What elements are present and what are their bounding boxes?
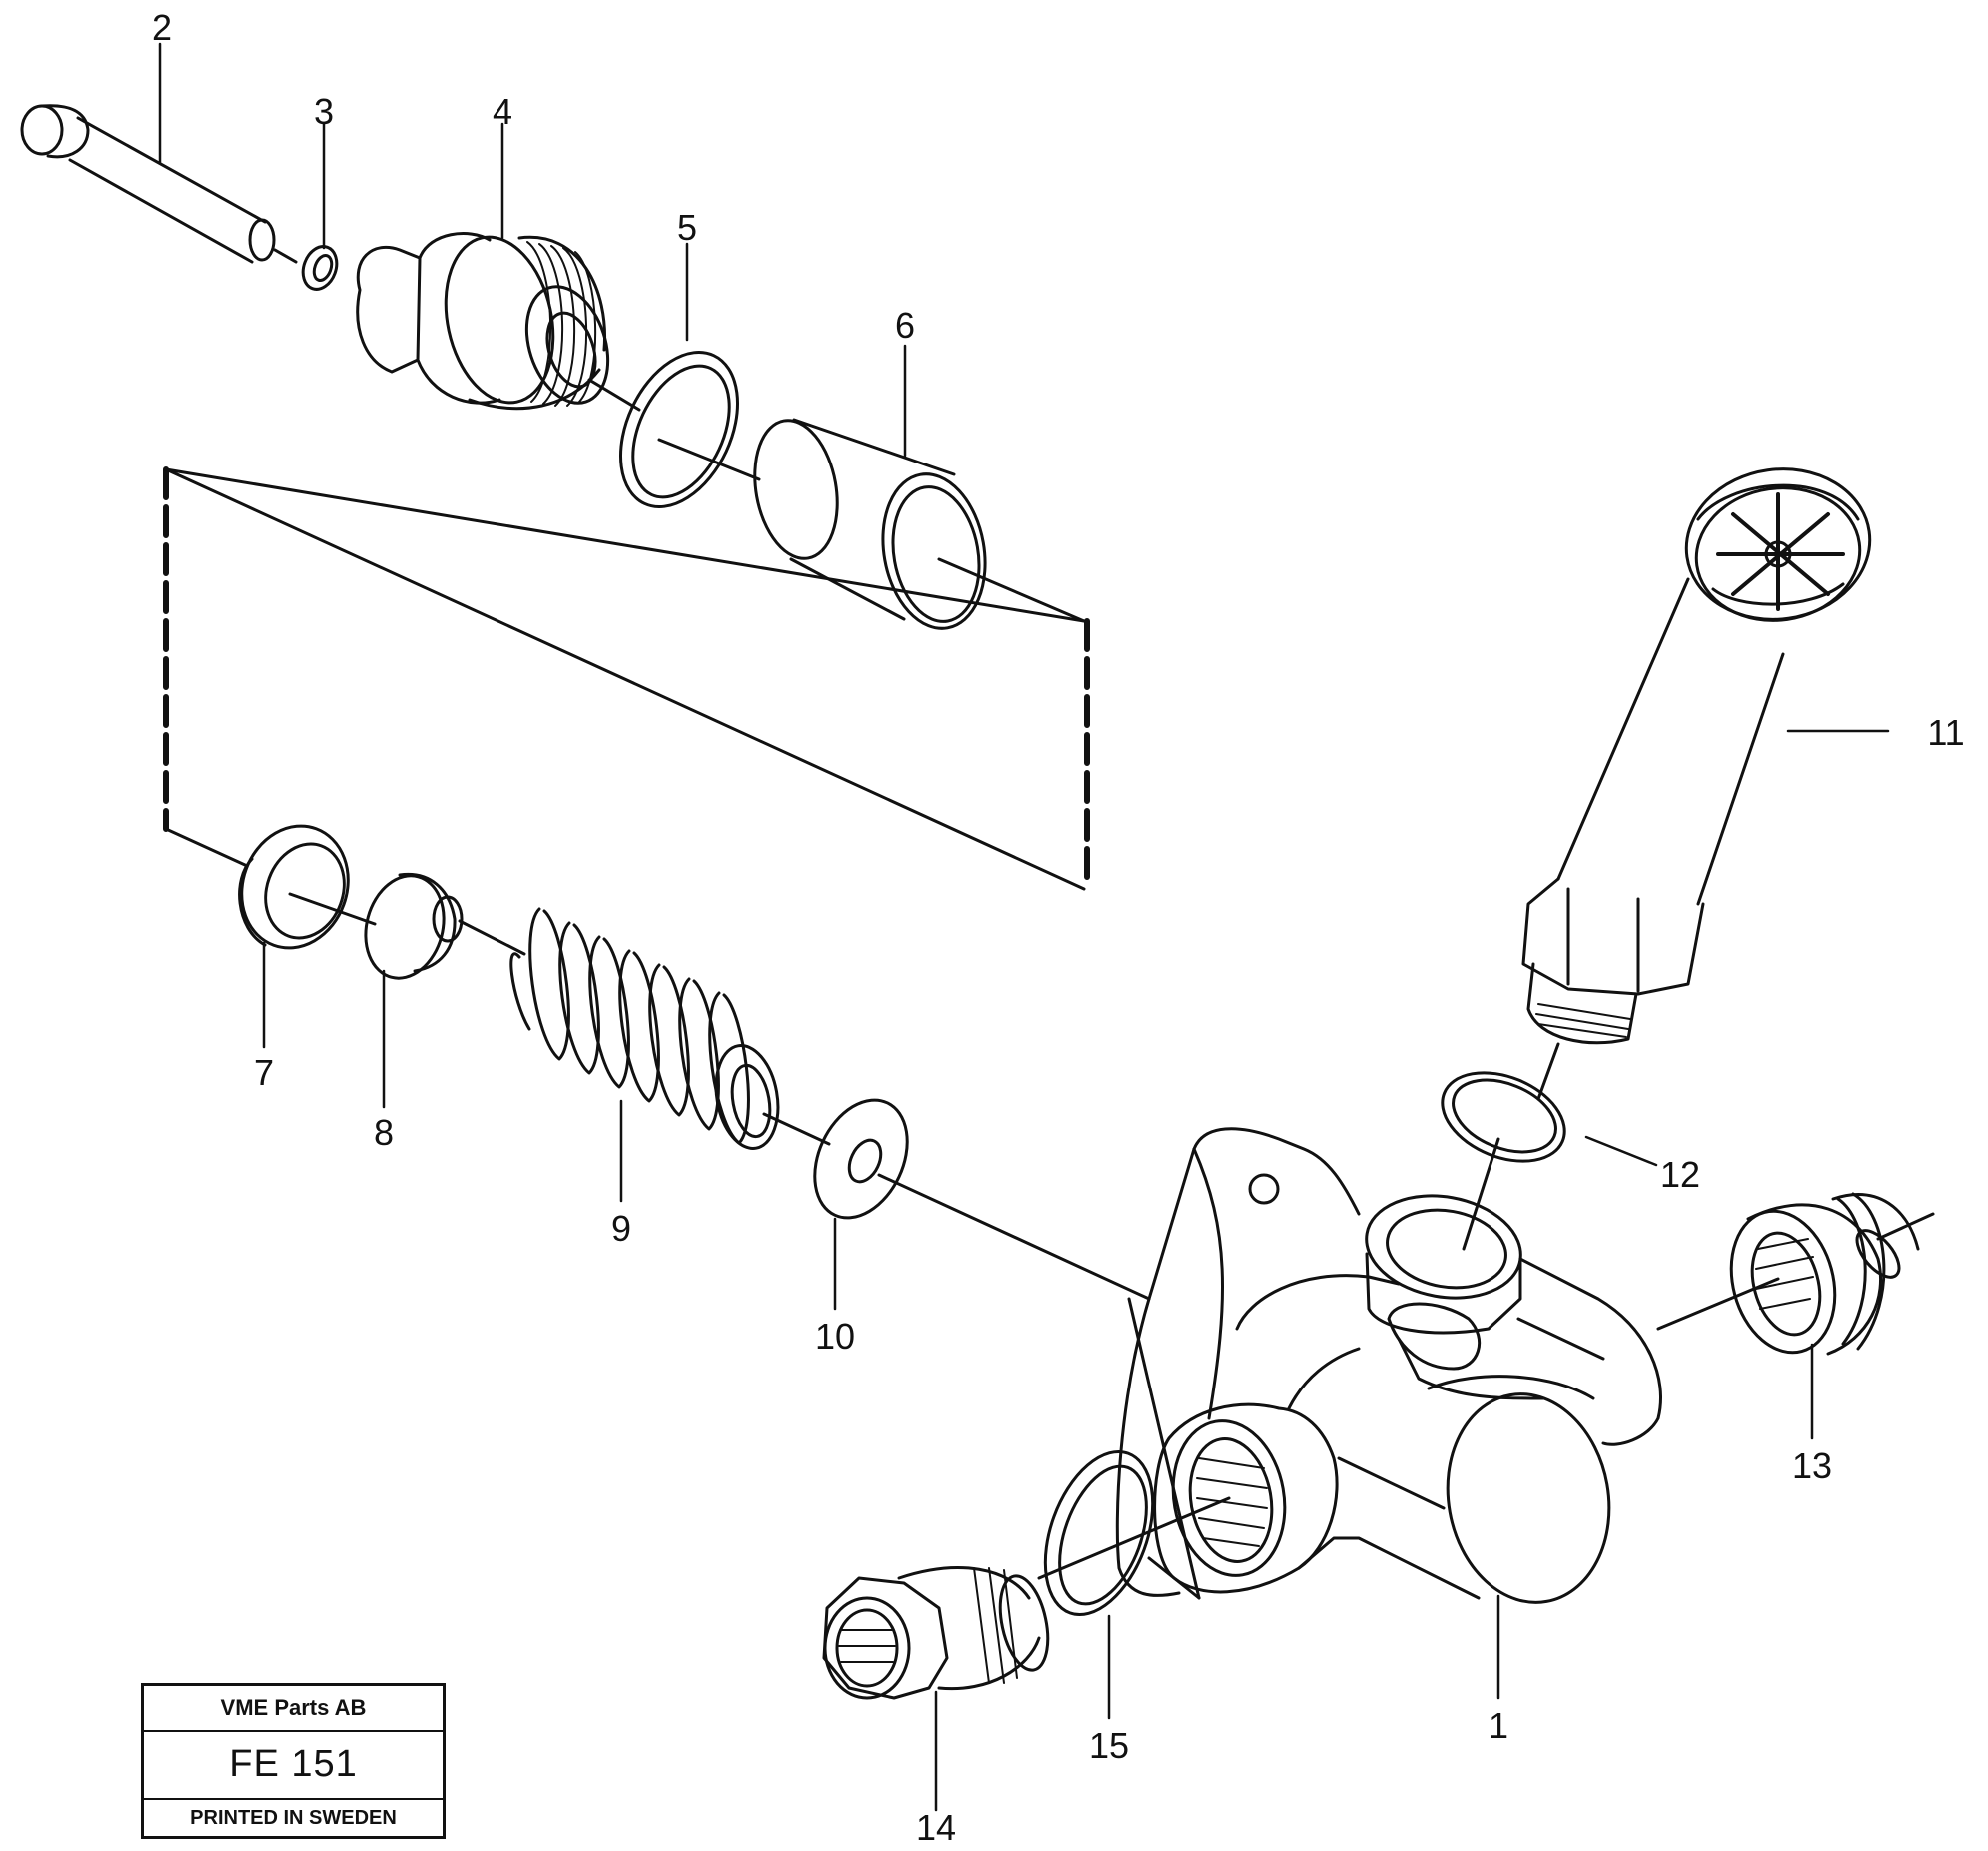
callout-12: 12: [1660, 1154, 1700, 1195]
leader-lines: [158, 42, 1890, 1812]
part-3-o-ring: [301, 245, 339, 291]
part-4-threaded-plug: [356, 232, 641, 412]
part-13-threaded-plug: [1656, 1192, 1935, 1356]
part-15-o-ring: [1037, 1449, 1231, 1617]
callout-4: 4: [493, 91, 512, 132]
part-12-o-ring: [1441, 1071, 1566, 1251]
stamp-code: FE 151: [144, 1730, 443, 1800]
assembly-bracket: [163, 466, 1090, 891]
part-7-cup-seal: [238, 824, 377, 950]
callout-11: 11: [1927, 712, 1964, 753]
callout-2: 2: [152, 7, 172, 48]
part-6-sleeve: [753, 418, 1086, 630]
stamp-printed: PRINTED IN SWEDEN: [190, 1807, 397, 1829]
title-block-stamp: VME Parts AB FE 151 PRINTED IN SWEDEN: [141, 1683, 446, 1839]
part-8-valve-piston: [364, 872, 526, 980]
callout-15: 15: [1089, 1725, 1129, 1766]
callout-13: 13: [1792, 1445, 1832, 1486]
callout-7: 7: [254, 1052, 274, 1093]
callout-5: 5: [677, 207, 697, 248]
part-1-pump-housing: [1115, 1127, 1662, 1604]
part-2-pin: [20, 104, 298, 264]
part-5-seal-ring: [619, 351, 761, 508]
part-10-washer: [813, 1098, 1151, 1301]
part-11-hand-primer-pump: [1521, 467, 1872, 1101]
callout-10: 10: [815, 1316, 855, 1357]
callout-labels: 1 2 3 4 5 6 7 8 9 10 11 12 13 14 15: [152, 7, 1965, 1848]
callout-6: 6: [895, 305, 915, 346]
part-14-hollow-screw: [822, 1566, 1050, 1700]
callout-14: 14: [916, 1807, 956, 1848]
callout-8: 8: [374, 1112, 394, 1153]
callout-3: 3: [314, 91, 334, 132]
part-9-spring: [509, 907, 831, 1150]
stamp-company: VME Parts AB: [144, 1686, 443, 1732]
callout-9: 9: [611, 1208, 631, 1249]
callout-1: 1: [1489, 1705, 1508, 1746]
